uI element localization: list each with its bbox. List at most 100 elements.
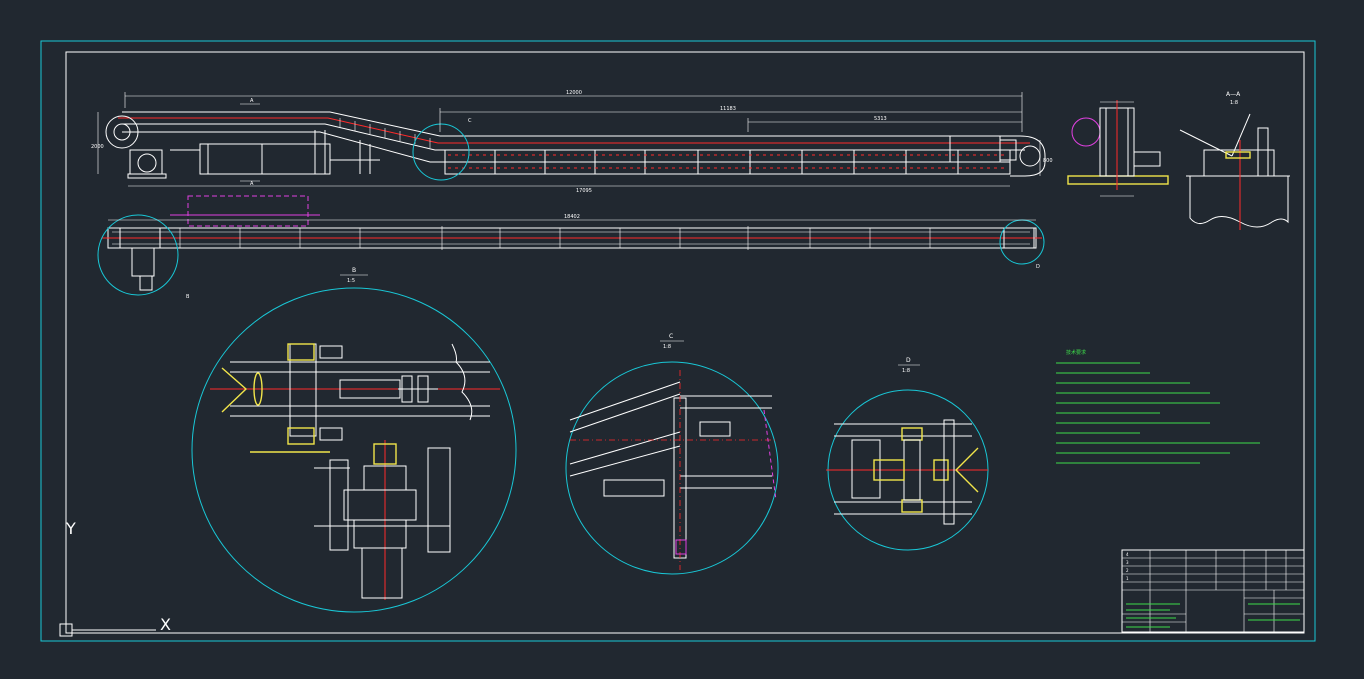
section-a-pedestal bbox=[1203, 149, 1275, 177]
end-view-pulley bbox=[1071, 117, 1101, 147]
detail-c-slope-2 bbox=[569, 393, 681, 433]
detail-d-housing bbox=[851, 439, 881, 499]
detail-c-foot bbox=[675, 539, 687, 555]
dim-bottom-length: 17095 bbox=[576, 188, 592, 194]
ucs-x-label: X bbox=[160, 615, 171, 634]
detail-b-circle bbox=[191, 287, 517, 613]
elevation-dimensions bbox=[97, 92, 1041, 187]
notes-title: 技术要求 bbox=[1066, 349, 1086, 356]
detail-c-callout[interactable] bbox=[412, 123, 470, 181]
section-a-scale: 1:8 bbox=[1230, 100, 1238, 106]
detail-b-bracket-1 bbox=[319, 345, 343, 359]
detail-b-coupling bbox=[373, 443, 397, 465]
detail-c-view[interactable]: C 1:8 bbox=[565, 333, 779, 575]
detail-b-base-right bbox=[427, 447, 451, 553]
dim-height-right: 800 bbox=[1043, 158, 1053, 164]
plan-tail bbox=[1003, 227, 1035, 249]
section-a-belt-left bbox=[1179, 129, 1233, 157]
drive-motor bbox=[137, 153, 157, 173]
technical-notes: 技术要求 bbox=[1056, 349, 1260, 464]
sloped-idlers bbox=[339, 118, 431, 148]
detail-d-bearing-top bbox=[901, 427, 923, 441]
detail-b-leader-label: B bbox=[186, 294, 190, 300]
detail-c-slope-4 bbox=[569, 445, 681, 477]
section-a-label-bottom: A bbox=[250, 181, 254, 187]
detail-c-leader-label: C bbox=[468, 118, 472, 124]
detail-c-hidden bbox=[763, 409, 777, 501]
belt-return-line bbox=[122, 123, 1025, 151]
section-a-belt-right bbox=[1231, 113, 1251, 157]
detail-b-bearing-bottom bbox=[287, 427, 315, 445]
detail-d-leader-label: D bbox=[1036, 264, 1040, 270]
detail-d-chevron bbox=[955, 447, 979, 493]
detail-d-scale: 1:8 bbox=[902, 368, 910, 374]
dim-plan-length: 18402 bbox=[564, 214, 580, 220]
detail-b-chevron bbox=[221, 367, 248, 413]
detail-b-shaft-housing bbox=[289, 343, 317, 437]
title-block-row-4: 4 bbox=[1126, 552, 1129, 557]
plan-gearbox bbox=[139, 275, 153, 291]
detail-d-edge bbox=[943, 419, 955, 525]
detail-d-title: D bbox=[906, 357, 911, 364]
belt-top-line bbox=[122, 111, 1046, 177]
section-a-idler bbox=[1225, 151, 1251, 159]
tail-pulley bbox=[1019, 145, 1041, 167]
dim-right-section: 5313 bbox=[874, 116, 887, 122]
plan-motor bbox=[131, 247, 155, 277]
detail-c-scale: 1:8 bbox=[663, 344, 671, 350]
title-block[interactable]: 4 3 2 1 bbox=[1121, 549, 1305, 633]
outer-frame bbox=[40, 40, 1316, 642]
title-block-row-1: 1 bbox=[1126, 576, 1129, 581]
plan-view[interactable]: 18402 B D bbox=[97, 195, 1045, 300]
detail-c-circle bbox=[565, 361, 779, 575]
section-a-structure bbox=[1189, 176, 1289, 228]
dim-inner-top: 11183 bbox=[720, 106, 736, 112]
ucs-y-label: Y bbox=[65, 519, 76, 538]
inner-frame bbox=[65, 51, 1305, 634]
head-pulley bbox=[105, 115, 139, 149]
detail-b-gearbox-body bbox=[343, 489, 417, 521]
detail-c-title: C bbox=[669, 333, 673, 340]
section-a-title: A—A bbox=[1226, 91, 1241, 98]
detail-b-pulley bbox=[253, 372, 263, 406]
detail-c-slope-3 bbox=[569, 431, 681, 465]
title-block-row-3: 3 bbox=[1126, 560, 1129, 565]
title-block-frame bbox=[1121, 549, 1305, 633]
left-frame-legs bbox=[170, 130, 380, 175]
detail-b-view[interactable]: B 1:5 bbox=[191, 267, 517, 613]
dim-height-left: 2000 bbox=[91, 144, 104, 150]
dim-overall-top: 12000 bbox=[566, 90, 582, 96]
detail-c-lower-bracket bbox=[603, 479, 665, 497]
end-view-motor bbox=[1133, 151, 1161, 167]
belt-centerline bbox=[118, 117, 1030, 144]
detail-b-motor-tail bbox=[361, 547, 403, 599]
section-a-post bbox=[1257, 127, 1269, 177]
detail-d-callout[interactable] bbox=[999, 219, 1045, 265]
detail-b-title: B bbox=[352, 267, 356, 274]
detail-c-slope-1 bbox=[569, 381, 681, 421]
title-block-row-2: 2 bbox=[1126, 568, 1129, 573]
plan-idlers bbox=[179, 226, 931, 250]
elevation-view[interactable]: C 12000 11183 5313 17095 2000 800 A A bbox=[91, 90, 1053, 194]
detail-b-bracket-2 bbox=[319, 427, 343, 441]
ucs-icon: Y X bbox=[59, 519, 171, 637]
detail-d-view[interactable]: D 1:8 bbox=[826, 357, 989, 551]
horizontal-frame bbox=[444, 149, 1011, 175]
tail-support bbox=[999, 139, 1017, 161]
section-a-label-top: A bbox=[250, 98, 254, 104]
belt-lower-line bbox=[122, 131, 1010, 163]
detail-b-base-left bbox=[329, 459, 349, 551]
head-pulley-inner bbox=[113, 123, 131, 141]
detail-b-callout[interactable] bbox=[97, 214, 179, 296]
detail-b-break-line bbox=[451, 343, 473, 421]
drive-foot bbox=[127, 173, 167, 179]
detail-b-scale: 1:5 bbox=[347, 278, 355, 284]
horizontal-idlers bbox=[448, 154, 1008, 169]
section-a-view[interactable]: A—A 1:8 bbox=[1179, 91, 1290, 230]
end-view-ground bbox=[1067, 175, 1169, 185]
detail-d-screw bbox=[873, 459, 905, 481]
end-view[interactable] bbox=[1067, 100, 1169, 197]
detail-b-bearing-top bbox=[287, 343, 315, 361]
plan-hopper-outline bbox=[187, 195, 309, 227]
